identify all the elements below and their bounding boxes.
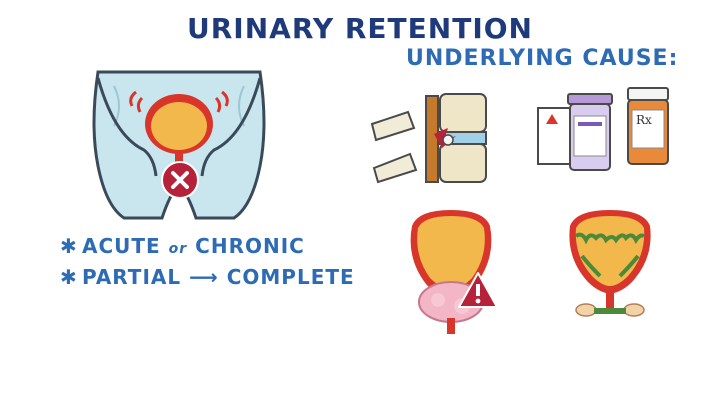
bladder-obstruction-icon — [569, 210, 651, 317]
bullet-item-partial-complete: ✱PARTIAL ⟶ COMPLETE — [60, 263, 355, 291]
enlarged-prostate-icon — [410, 210, 492, 334]
page-title: URINARY RETENTION — [187, 12, 533, 45]
subtitle: UNDERLYING CAUSE: — [406, 46, 679, 71]
star-icon: ✱ — [60, 234, 78, 258]
rx-label: Rx — [636, 113, 652, 127]
bullet-item-acute-chronic: ✱ACUTE or CHRONIC — [60, 232, 355, 263]
bullet-prefix: ACUTE — [82, 234, 161, 258]
bullet-list: ✱ACUTE or CHRONIC ✱PARTIAL ⟶ COMPLETE — [60, 232, 355, 291]
warning-icon — [458, 272, 498, 308]
x-circle-icon — [161, 161, 199, 199]
medication-bottles-icon: Rx — [537, 87, 669, 171]
bullet-prefix: PARTIAL — [82, 265, 182, 289]
pelvis-bladder-icon — [92, 70, 266, 220]
spine-injury-icon — [370, 93, 487, 184]
bullet-connector: or — [168, 241, 188, 257]
star-icon: ✱ — [60, 265, 78, 289]
arrow-right-icon: ⟶ — [189, 265, 219, 289]
bullet-suffix: COMPLETE — [226, 265, 355, 289]
bullet-suffix: CHRONIC — [195, 234, 305, 258]
